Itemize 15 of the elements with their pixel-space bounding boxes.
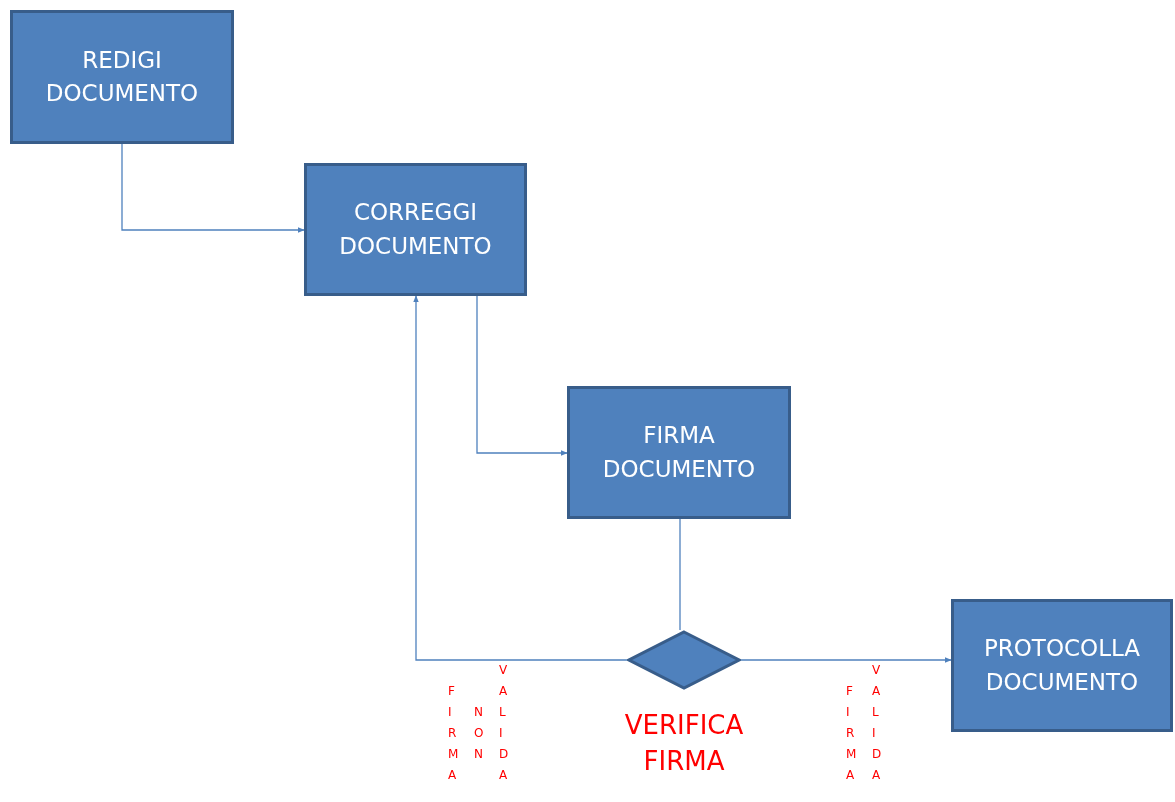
process-box: PROTOCOLLA DOCUMENTO	[951, 599, 1173, 732]
connector-arrow	[413, 295, 628, 661]
process-box: REDIGI DOCUMENTO	[10, 10, 234, 144]
process-box: CORREGGI DOCUMENTO	[304, 163, 527, 296]
vertical-label: VALIDA	[499, 662, 513, 784]
vertical-label: FIRMA	[846, 683, 860, 784]
decision-diamond	[627, 630, 741, 690]
connector-arrow	[476, 295, 568, 456]
process-box: FIRMA DOCUMENTO	[567, 386, 791, 519]
connector-arrow	[740, 657, 952, 663]
vertical-label: NON	[474, 704, 488, 763]
connector-arrow	[121, 143, 305, 233]
vertical-label: FIRMA	[448, 683, 462, 784]
decision-label: VERIFICA FIRMA	[623, 709, 745, 779]
vertical-label: VALIDA	[872, 662, 886, 784]
